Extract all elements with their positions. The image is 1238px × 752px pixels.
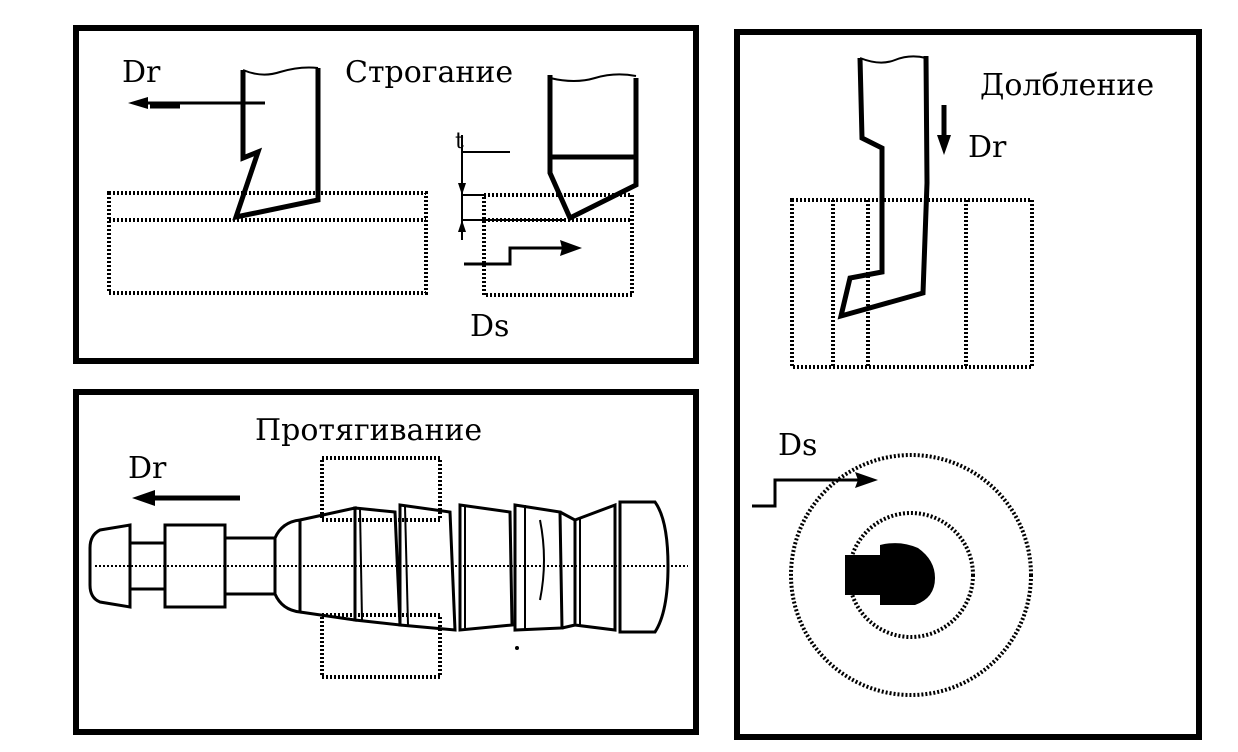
planing-ds-arrow xyxy=(464,240,582,266)
broaching-panel: Протягивание Dr xyxy=(73,389,699,735)
planing-panel: Строгание Dr xyxy=(73,25,699,364)
planing-tool xyxy=(232,66,321,221)
planing-ds-label: Ds xyxy=(470,309,509,344)
slotting-dr-arrow xyxy=(937,105,951,155)
broaching-workpiece xyxy=(320,456,442,679)
broaching-dr-label: Dr xyxy=(128,451,167,486)
slotting-panel: Долбление Dr Ds xyxy=(734,29,1202,740)
slotting-title: Долбление xyxy=(980,68,1154,103)
planing-depth-label: t xyxy=(455,129,464,154)
planing-workpiece xyxy=(107,191,428,295)
planing-tool-front xyxy=(547,73,639,222)
slotting-dr-label: Dr xyxy=(968,130,1007,165)
broaching-dr-arrow xyxy=(132,490,240,506)
broach-tool xyxy=(88,500,670,650)
planing-depth-dimension: t xyxy=(455,129,565,240)
slotting-hub xyxy=(789,453,1033,697)
slotting-ds-label: Ds xyxy=(778,428,817,463)
slotting-ds-arrow xyxy=(752,472,878,508)
planing-dr-label: Dr xyxy=(122,55,161,90)
broaching-panel-frame xyxy=(73,389,699,735)
slotting-panel-frame xyxy=(734,29,1202,740)
slotting-workpiece xyxy=(790,198,1034,369)
planing-depth-workpiece xyxy=(482,193,634,297)
planing-title: Строгание xyxy=(345,55,513,90)
planing-panel-frame xyxy=(73,25,699,364)
slotting-tool xyxy=(837,55,930,320)
broaching-title: Протягивание xyxy=(255,413,482,448)
